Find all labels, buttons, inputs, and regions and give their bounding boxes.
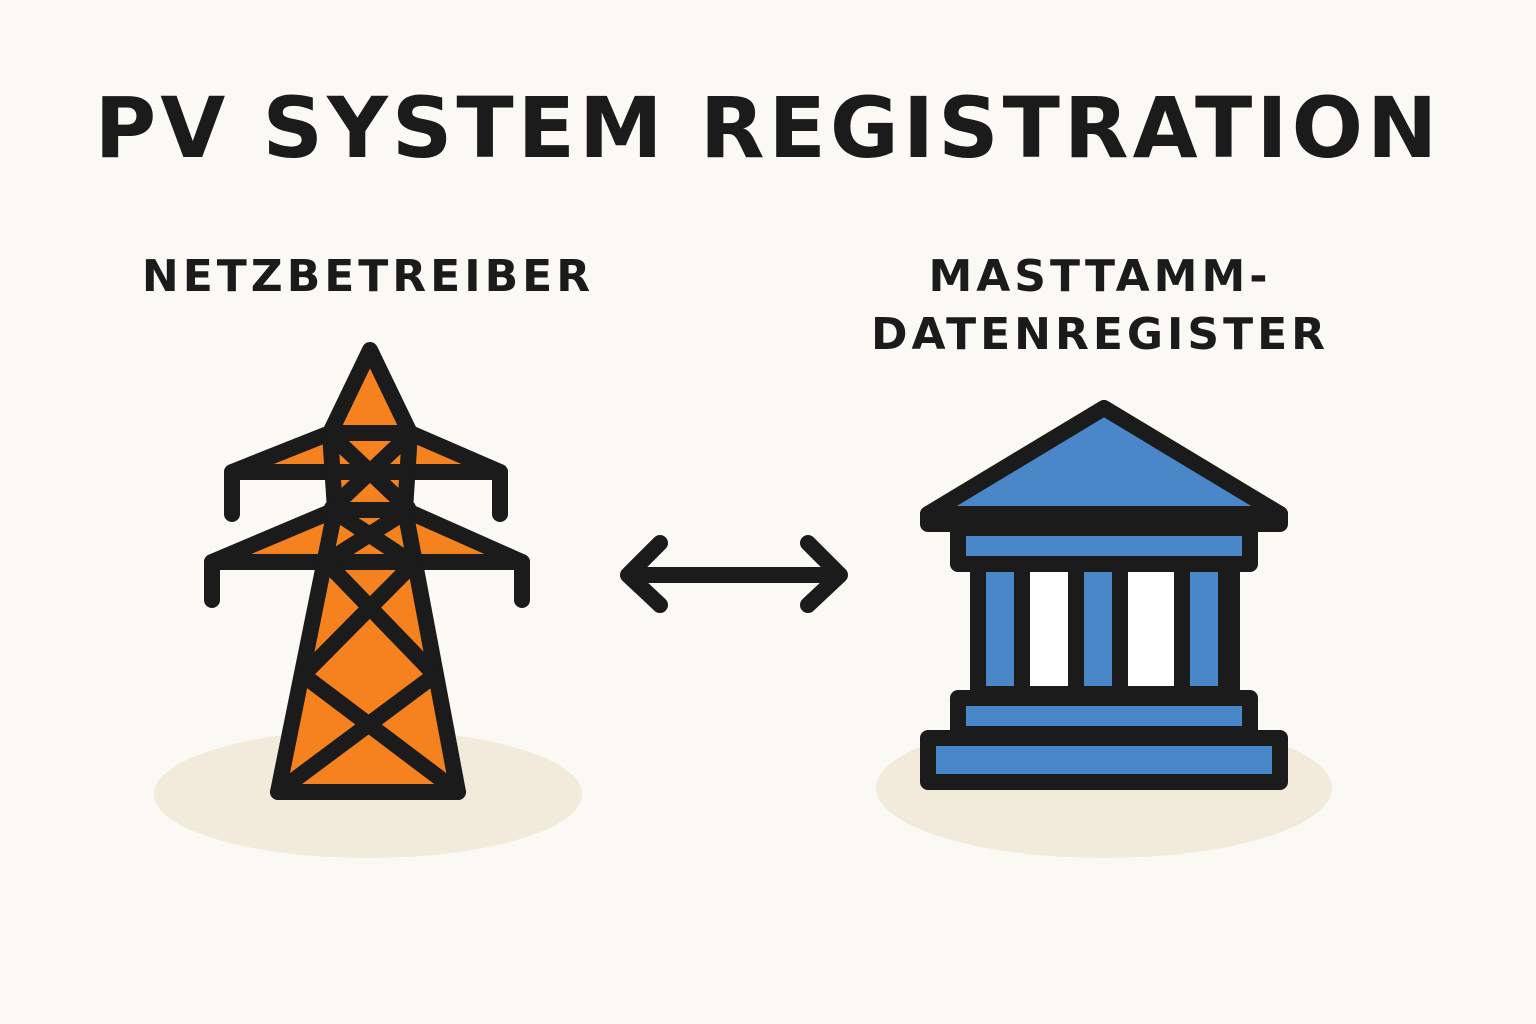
register-label-line-1: MASTTAMM-	[928, 251, 1272, 302]
building-step-base	[920, 730, 1288, 790]
building-column	[1174, 556, 1234, 702]
netzbetreiber-label: NETZBETREIBER	[141, 251, 595, 302]
bidirectional-arrow-icon	[620, 535, 848, 613]
building-column	[1068, 556, 1128, 702]
building-roof	[920, 400, 1288, 522]
government-building-icon	[876, 400, 1332, 858]
building-column	[970, 556, 1030, 702]
register-label-line-2: DATENREGISTER	[870, 309, 1330, 360]
diagram-title: PV SYSTEM REGISTRATION	[94, 79, 1442, 177]
building-step-upper	[950, 690, 1258, 742]
tower-peak	[322, 342, 418, 441]
transmission-tower-icon	[154, 342, 582, 858]
marktstammdatenregister-label: MASTTAMM- DATENREGISTER	[850, 248, 1350, 364]
